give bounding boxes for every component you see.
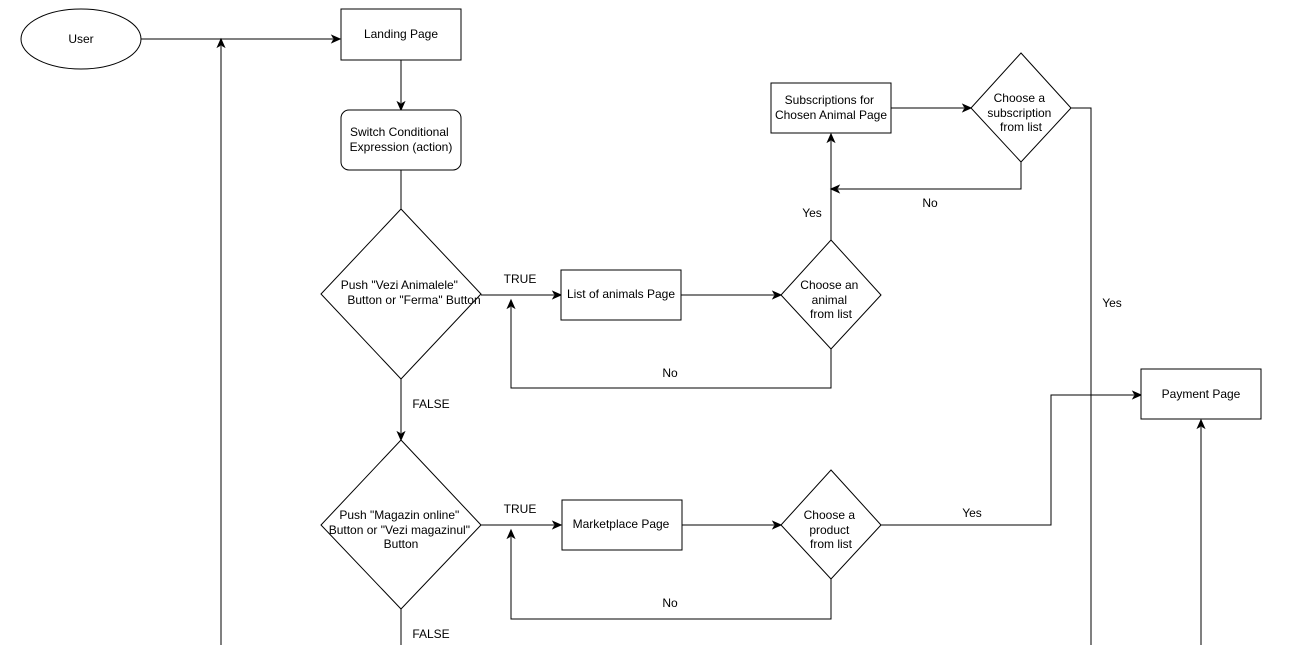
node-choose-subscription-label: Choose a subscription from list [987, 91, 1054, 134]
arrowhead-choose-animal [771, 290, 783, 300]
arrowhead-no-product [506, 528, 516, 540]
label-yes-product: Yes [962, 506, 982, 520]
arrowhead-landing [330, 34, 342, 44]
node-payment-page: Payment Page [1140, 368, 1262, 420]
node-payment-label: Payment Page [1162, 387, 1241, 401]
node-subscriptions-label: Subscriptions for Chosen Animal Page [775, 93, 887, 122]
label-false-1: FALSE [412, 397, 449, 411]
edge-choose-product-yes [881, 394, 1134, 526]
label-true-1: TRUE [504, 272, 537, 286]
node-landing-page: Landing Page [340, 8, 462, 61]
label-false-2: FALSE [412, 627, 449, 641]
arrowhead-choose-product [771, 520, 783, 530]
node-choose-animal-label: Choose an animal from list [800, 278, 861, 321]
node-choose-subscription: Choose a subscription from list [970, 52, 1072, 163]
node-landing-label: Landing Page [364, 27, 438, 41]
label-true-2: TRUE [504, 502, 537, 516]
node-subscriptions-page: Subscriptions for Chosen Animal Page [770, 82, 892, 134]
arrowhead-choose-subscription [961, 103, 973, 113]
node-user-label: User [68, 32, 93, 46]
node-marketplace-label: Marketplace Page [573, 517, 670, 531]
label-yes-animal: Yes [802, 206, 822, 220]
label-yes-subscription: Yes [1102, 296, 1122, 310]
arrowhead-payment [1131, 390, 1143, 400]
edge-labels: TRUE FALSE No Yes No Yes TRUE FALSE No Y… [412, 196, 1121, 641]
node-decision-magazin-online: Push "Magazin online" Button or "Vezi ma… [320, 439, 482, 610]
arrowhead-list-animals [551, 290, 563, 300]
node-switch-label: Switch Conditional Expression (action) [350, 125, 453, 154]
node-choose-product: Choose a product from list [780, 469, 882, 580]
label-no-subscription: No [922, 196, 938, 210]
arrowhead-payment-bottom [1196, 418, 1206, 430]
edge-choose-product-no [510, 537, 832, 620]
arrowhead-no-subscription [829, 184, 841, 194]
arrowhead-switch [396, 100, 406, 112]
edge-choose-subscription-no [838, 162, 1022, 190]
node-user: User [20, 8, 142, 70]
arrowhead-no-animal [506, 298, 516, 310]
edge-choose-subscription-yes [1071, 107, 1092, 645]
edges [141, 34, 1206, 645]
node-decision-vezi-animalele: Push "Vezi Animalele" Button or "Ferma" … [320, 208, 482, 380]
label-no-animal: No [662, 366, 678, 380]
node-list-animals-label: List of animals Page [567, 287, 675, 301]
label-no-product: No [662, 596, 678, 610]
arrowhead-marketplace [551, 520, 563, 530]
node-marketplace-page: Marketplace Page [561, 499, 683, 551]
node-choose-animal: Choose an animal from list [780, 239, 882, 350]
node-switch-conditional: Switch Conditional Expression (action) [340, 109, 462, 171]
arrowhead-return-left [216, 37, 226, 49]
node-list-of-animals: List of animals Page [560, 269, 682, 321]
arrowhead-subscriptions [826, 132, 836, 144]
node-choose-product-label: Choose a product from list [804, 508, 859, 551]
node-decision1-label: Push "Vezi Animalele" Button or "Ferma" … [341, 278, 481, 307]
arrowhead-decision2 [396, 430, 406, 442]
edge-choose-animal-no [510, 307, 832, 389]
node-decision2-label: Push "Magazin online" Button or "Vezi ma… [329, 508, 474, 551]
